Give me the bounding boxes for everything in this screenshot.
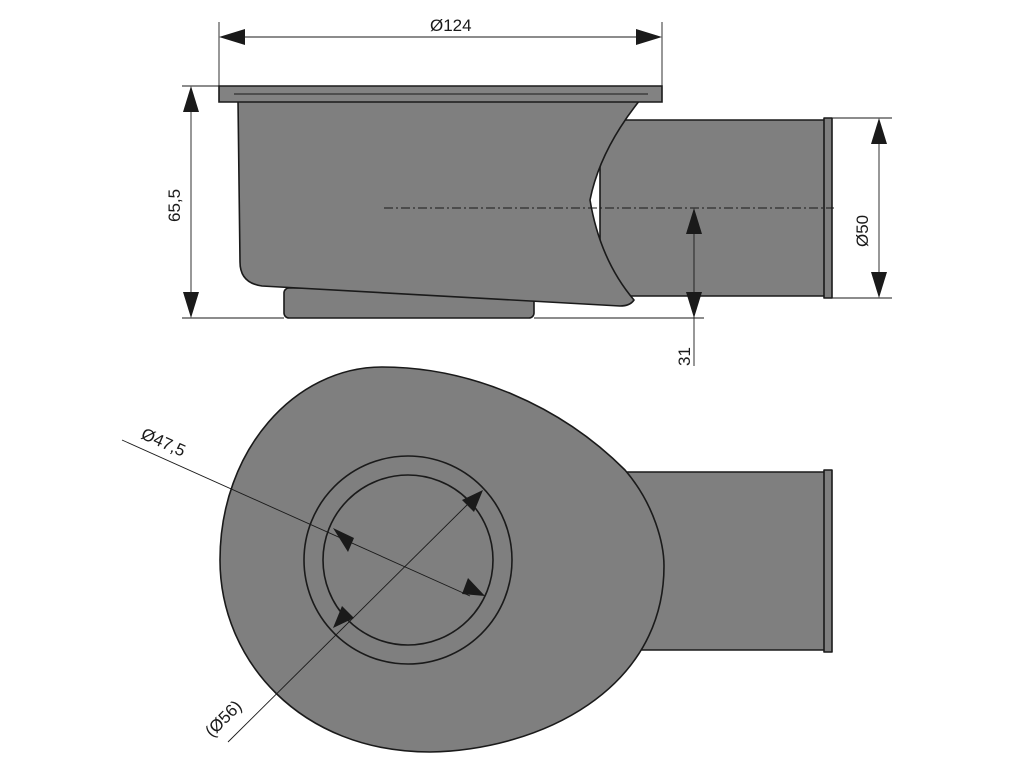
dimension-outlet-height-label: 31 [675,347,694,366]
dimension-top-width-label: Ø124 [430,16,472,35]
dimension-outer-diameter-label: (Ø56) [201,697,245,741]
inner-ring [322,474,494,646]
dimension-inner-diameter-label: Ø47,5 [138,424,188,460]
trap-body-side [237,99,641,307]
outlet-pipe-flange-top [823,469,833,653]
dimension-outlet-height: 31 [534,208,704,366]
trap-body-top [219,366,665,753]
dimension-outlet-diameter: Ø50 [832,117,892,299]
dimension-height-label: 65,5 [165,189,184,222]
dimension-height: 65,5 [165,85,284,319]
outer-ring [303,455,513,665]
side-view [218,85,834,319]
dimension-top-width: Ø124 [218,16,663,86]
dimension-outlet-diameter-label: Ø50 [853,215,872,247]
top-view [219,366,833,753]
